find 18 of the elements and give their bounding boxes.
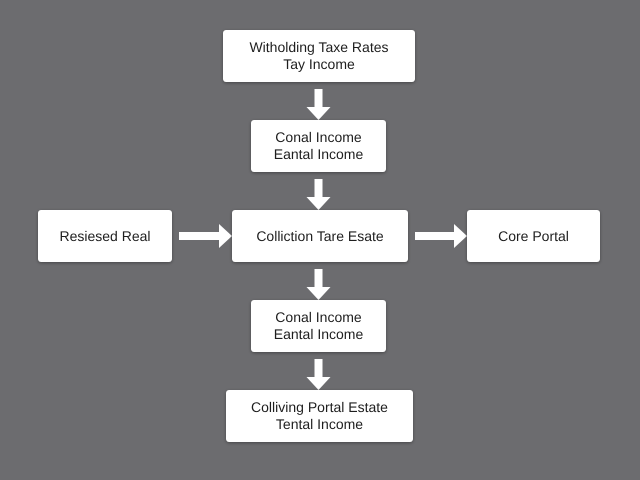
process-box bbox=[251, 120, 386, 172]
process-box bbox=[467, 210, 600, 262]
node-text: Eantal Income bbox=[274, 146, 364, 163]
node-text: Conal Income bbox=[275, 309, 362, 326]
node-text: Tay Income bbox=[283, 56, 355, 73]
node-text: Witholding Taxe Rates bbox=[249, 39, 389, 56]
process-box bbox=[223, 30, 415, 82]
process-box bbox=[232, 210, 408, 262]
node-text: Colliction Tare Esate bbox=[256, 228, 384, 244]
node-text: Core Portal bbox=[498, 228, 569, 244]
node-text: Conal Income bbox=[275, 129, 362, 146]
process-box bbox=[251, 300, 386, 352]
node-text: Eantal Income bbox=[274, 326, 364, 343]
node-text: Tental Income bbox=[276, 416, 364, 433]
process-box bbox=[38, 210, 172, 262]
node-text: Resiesed Real bbox=[59, 228, 151, 244]
node-text: Colliving Portal Estate bbox=[251, 399, 388, 416]
process-box bbox=[226, 390, 413, 442]
